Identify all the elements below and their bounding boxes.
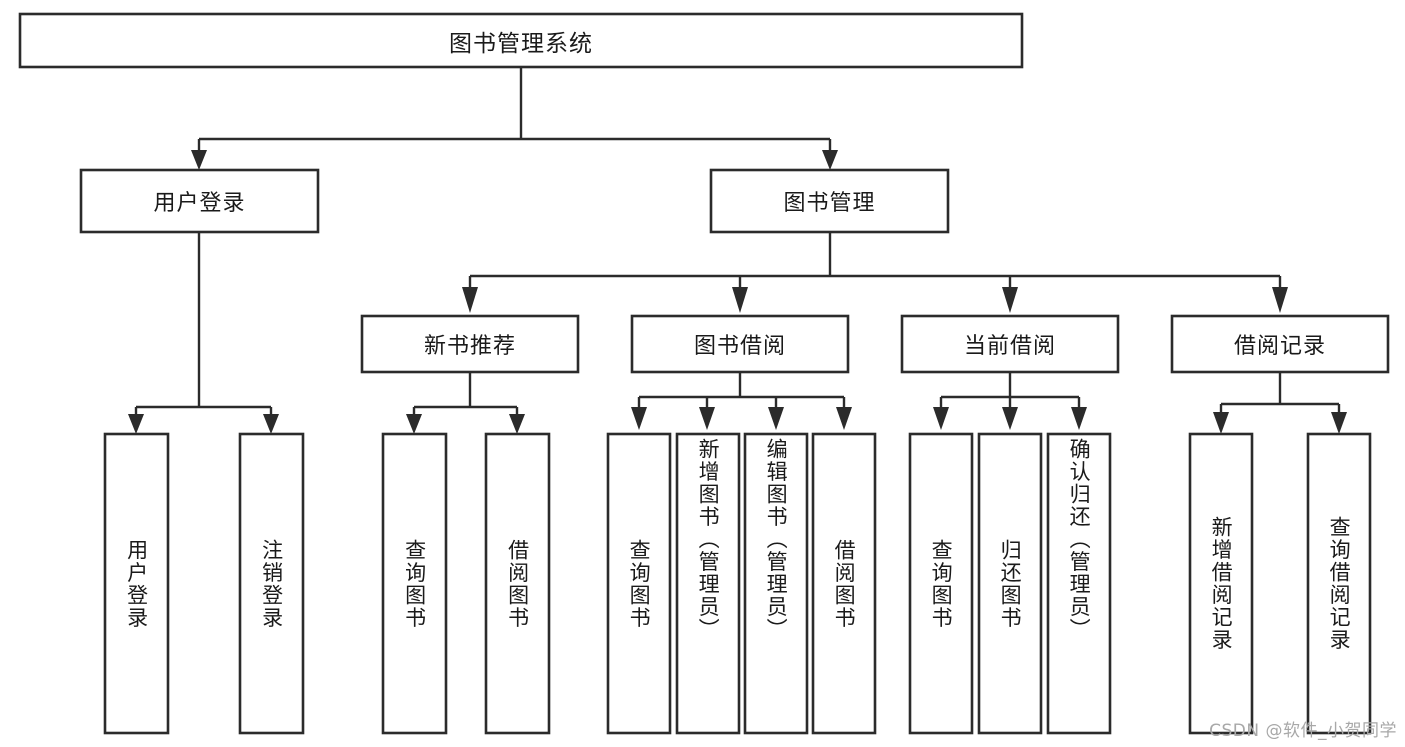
arrow-head-borrowrecord-1 <box>1331 412 1347 434</box>
node-level2-1-box[interactable] <box>630 314 850 374</box>
node-leaf-currentborrow-2-box[interactable] <box>1046 432 1112 735</box>
node-leaf-currentborrow-1-box[interactable] <box>977 432 1043 735</box>
arrow-head-level1-1 <box>822 150 838 170</box>
node-leaf-bookborrow-0-box[interactable] <box>606 432 672 735</box>
node-level2-3-box[interactable] <box>1170 314 1390 374</box>
arrow-head-level2-1 <box>732 287 748 313</box>
arrow-head-newbook-1 <box>509 414 525 434</box>
arrow-head-currentborrow-2 <box>1071 407 1087 430</box>
arrow-head-newbook-0 <box>406 414 422 434</box>
arrow-head-userlogin-1 <box>263 414 279 434</box>
arrow-head-currentborrow-0 <box>933 407 949 430</box>
arrow-head-level2-0 <box>462 287 478 313</box>
node-leaf-currentborrow-0-box[interactable] <box>908 432 974 735</box>
node-leaf-userlogin-0-box[interactable] <box>103 432 170 735</box>
node-leaf-borrowrecord-0-box[interactable] <box>1188 432 1254 735</box>
node-leaf-bookborrow-1-box[interactable] <box>675 432 741 735</box>
arrow-head-level1-0 <box>191 150 207 170</box>
node-root-box[interactable] <box>18 12 1024 69</box>
arrow-head-bookborrow-0 <box>631 407 647 430</box>
arrow-head-userlogin-0 <box>128 414 144 434</box>
node-leaf-bookborrow-3-box[interactable] <box>811 432 877 735</box>
arrow-head-currentborrow-1 <box>1002 407 1018 430</box>
node-leaf-newbook-0-box[interactable] <box>381 432 448 735</box>
node-level1-0-box[interactable] <box>79 168 320 234</box>
arrow-head-bookborrow-2 <box>768 407 784 430</box>
node-leaf-newbook-1-box[interactable] <box>484 432 551 735</box>
node-level2-0-box[interactable] <box>360 314 580 374</box>
arrow-head-level2-3 <box>1272 287 1288 313</box>
node-leaf-bookborrow-2-box[interactable] <box>743 432 809 735</box>
arrow-head-bookborrow-3 <box>836 407 852 430</box>
arrow-head-level2-2 <box>1002 287 1018 313</box>
node-level2-2-box[interactable] <box>900 314 1120 374</box>
node-leaf-borrowrecord-1-box[interactable] <box>1306 432 1372 735</box>
node-leaf-userlogin-1-box[interactable] <box>238 432 305 735</box>
arrow-head-bookborrow-1 <box>699 407 715 430</box>
arrow-head-borrowrecord-0 <box>1213 412 1229 434</box>
node-level1-1-box[interactable] <box>709 168 950 234</box>
